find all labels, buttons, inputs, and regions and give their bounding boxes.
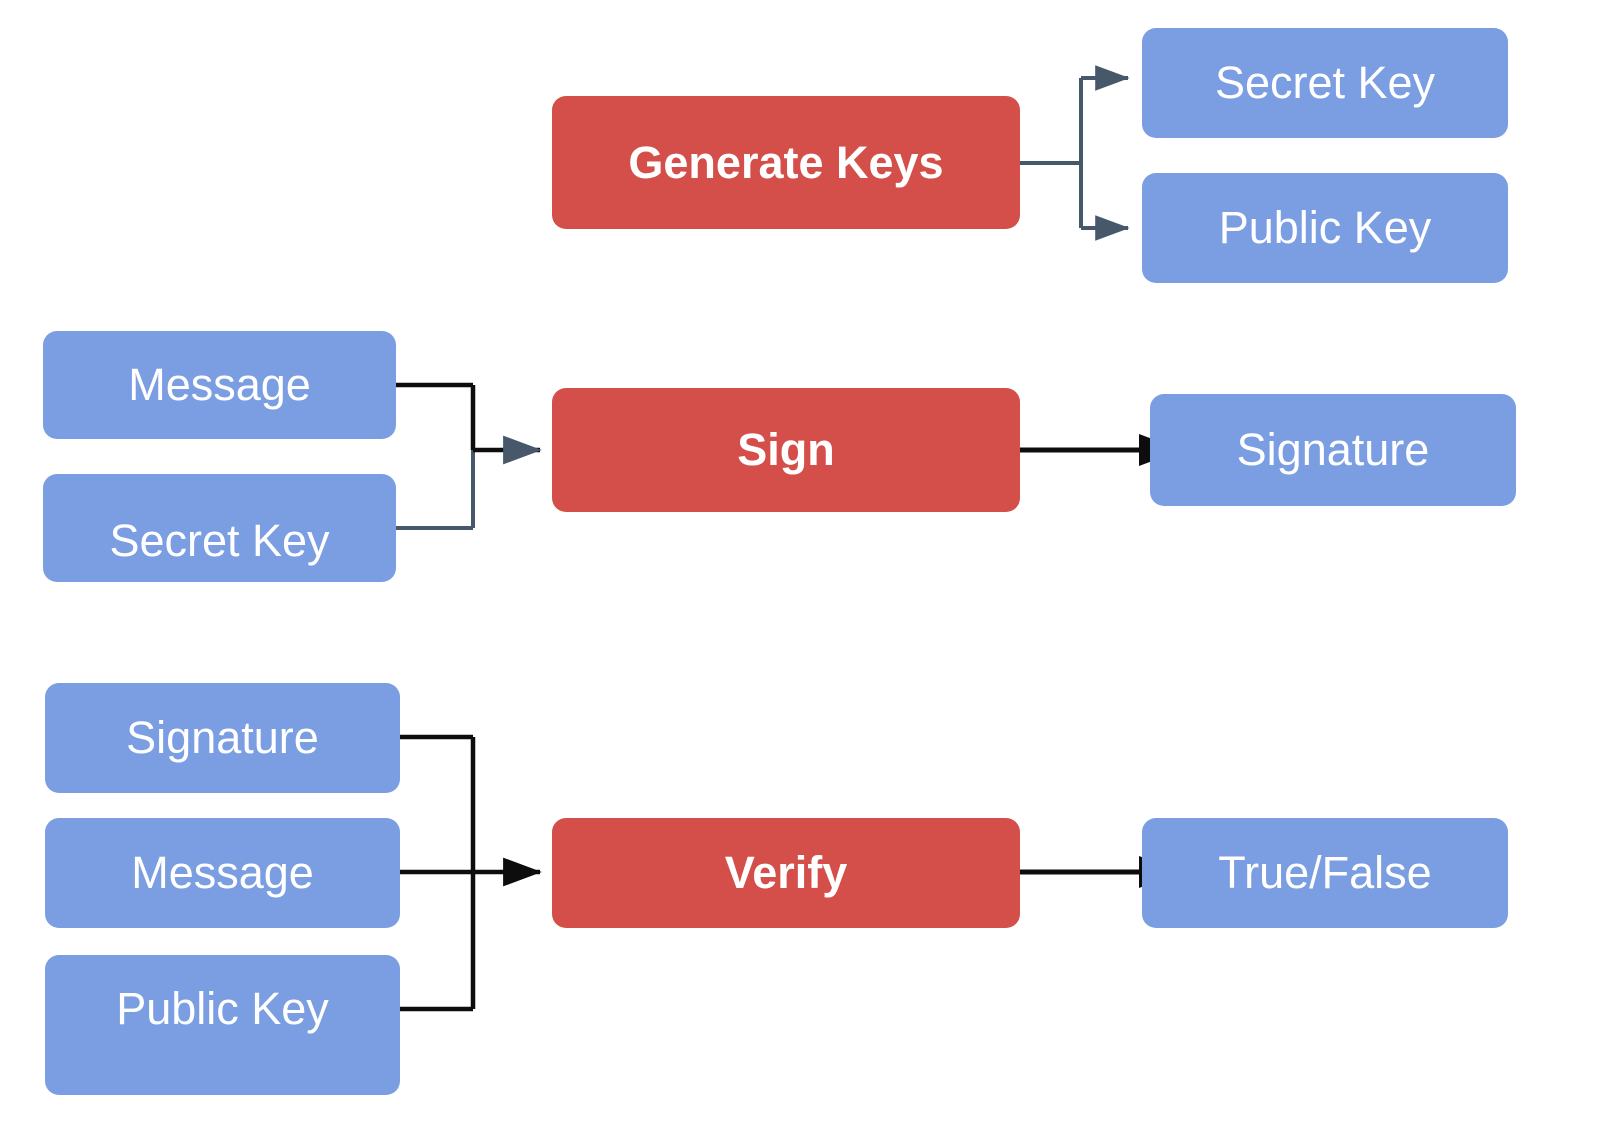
node-sign[interactable]: Sign — [552, 388, 1020, 512]
node-sign-input-secret-key[interactable]: Secret Key — [43, 474, 396, 582]
node-sign-input-message[interactable]: Message — [43, 331, 396, 439]
node-verify[interactable]: Verify — [552, 818, 1020, 928]
connector-verify-merge — [400, 734, 542, 1012]
node-public-key-output[interactable]: Public Key — [1142, 173, 1508, 283]
node-verify-input-message[interactable]: Message — [45, 818, 400, 928]
node-verify-input-signature[interactable]: Signature — [45, 683, 400, 793]
node-generate-keys[interactable]: Generate Keys — [552, 96, 1020, 229]
node-verify-input-public-key[interactable]: Public Key — [45, 955, 400, 1095]
node-secret-key-output[interactable]: Secret Key — [1142, 28, 1508, 138]
connector-generate-keys-fork — [1020, 65, 1130, 241]
node-signature-output[interactable]: Signature — [1150, 394, 1516, 506]
connector-sign-merge — [396, 382, 542, 530]
node-true-false-output[interactable]: True/False — [1142, 818, 1508, 928]
